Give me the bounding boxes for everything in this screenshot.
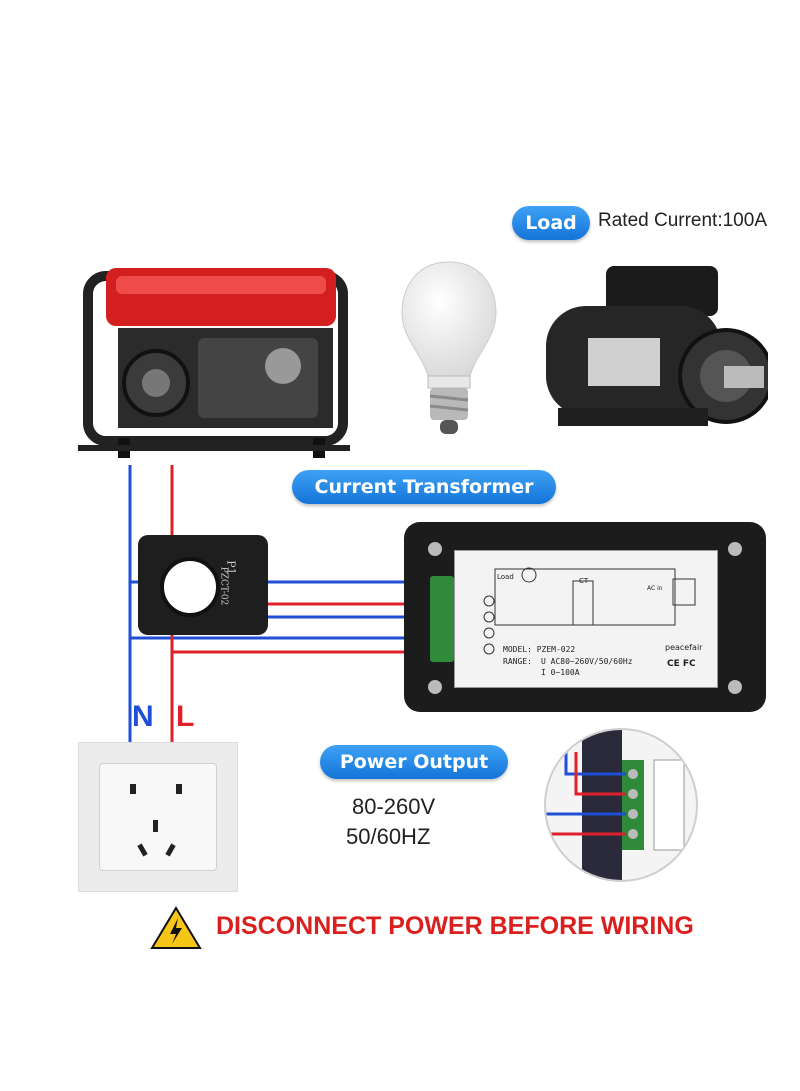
ct-model: PZCT-02: [218, 566, 229, 606]
socket-slot-left: [130, 784, 136, 794]
socket-slot-top: [153, 820, 158, 832]
meter-ac-label: AC in: [647, 585, 663, 592]
meter-cert: CE FC: [667, 659, 696, 669]
meter-range-u: U AC80~260V/50/60Hz: [541, 657, 633, 666]
meter-model-line: MODEL: PZEM-022: [503, 645, 576, 654]
load-badge: Load: [512, 206, 590, 240]
meter-screw-bl: [428, 680, 442, 694]
high-voltage-warning-icon: [150, 906, 202, 949]
meter-screw-tl: [428, 542, 442, 556]
light-bulb-icon: [401, 261, 497, 434]
meter-brand: peacefair: [665, 643, 703, 652]
meter-screw-tr: [728, 542, 742, 556]
neutral-label: N: [132, 700, 154, 733]
meter-schematic: [483, 567, 696, 655]
ct-core-hole: [160, 557, 220, 617]
rated-current-label: Rated Current:100A: [598, 210, 767, 231]
socket-slot-right: [176, 784, 182, 794]
terminal-closeup-drawing: [546, 730, 685, 880]
terminal-closeup-icon: [544, 728, 698, 882]
meter-screw-br: [728, 680, 742, 694]
current-transformer-badge: Current Transformer: [292, 470, 556, 504]
meter-range-i: I 0~100A: [541, 668, 580, 677]
power-output-badge: Power Output: [320, 745, 508, 779]
output-voltage: 80-260V: [352, 794, 436, 819]
socket-slot-br: [165, 843, 176, 857]
meter-ct-label: CT: [579, 577, 589, 585]
power-meter-icon: Load CT AC in MODEL: PZEM-022 RANGE: U A…: [404, 522, 766, 712]
current-transformer-icon: P1 PZCT-02: [138, 535, 268, 635]
meter-terminal-block: [430, 576, 454, 662]
meter-load-label: Load: [497, 573, 514, 581]
socket-face: [99, 763, 217, 871]
generator-icon: [78, 268, 350, 458]
meter-range-label: RANGE:: [503, 657, 532, 666]
output-frequency: 50/60HZ: [346, 824, 431, 849]
socket-slot-bl: [137, 843, 148, 857]
live-label: L: [176, 700, 195, 733]
warning-text: DISCONNECT POWER BEFORE WIRING: [216, 912, 694, 940]
electric-motor-icon: [546, 266, 768, 426]
wall-socket-icon: [78, 742, 238, 892]
meter-label-panel: Load CT AC in MODEL: PZEM-022 RANGE: U A…: [454, 550, 718, 688]
